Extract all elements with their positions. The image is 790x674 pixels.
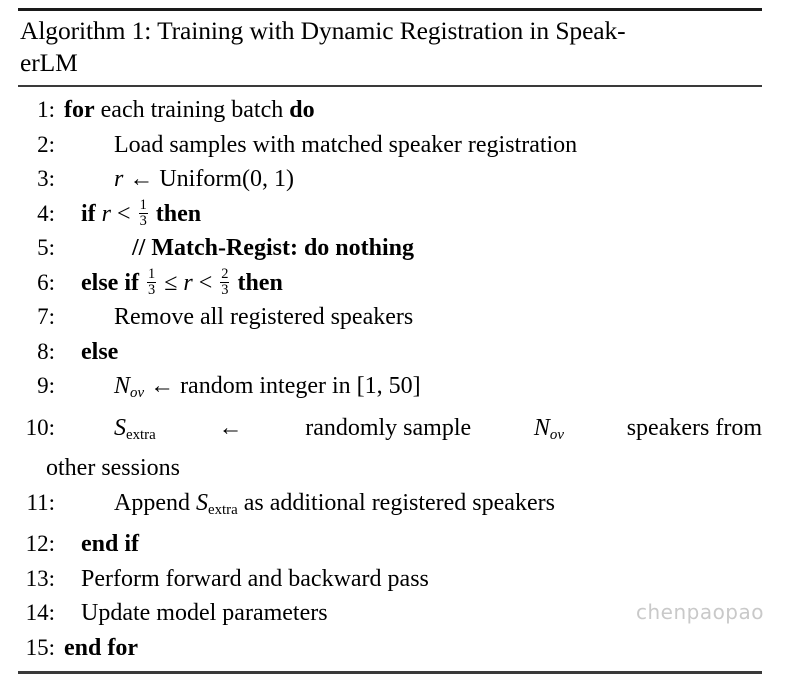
fraction-numerator: 2 (221, 266, 229, 283)
algorithm-step-12: 12: end if (18, 527, 762, 562)
operator-less-equal: ≤ (164, 269, 178, 296)
algorithm-step-1: 1: for each training batch do (18, 93, 762, 128)
step-text-2: as additional registered speakers (243, 489, 555, 516)
subscript-ov: ov (130, 385, 145, 402)
algorithm-step-15: 15: end for (18, 631, 762, 666)
keyword-then: then (155, 200, 202, 227)
step-number: 6: (37, 269, 55, 295)
algorithm-title-line-1: Algorithm 1: Training with Dynamic Regis… (20, 16, 626, 45)
step-number: 11: (26, 489, 55, 515)
step-number: 4: (37, 200, 55, 226)
keyword-for: for (64, 97, 95, 123)
step-number: 14: (25, 600, 55, 626)
operator-less-than: < (198, 269, 213, 296)
step-number: 8: (37, 338, 55, 364)
step-number: 9: (37, 373, 55, 398)
watermark: chenpaopao (635, 600, 764, 624)
fraction-numerator: 1 (147, 266, 156, 283)
step-content: Append Sextra as additional registered s… (64, 487, 762, 528)
algorithm-step-13: 13: Perform forward and backward pass (18, 562, 762, 597)
variable-N: N (114, 373, 131, 399)
step-content: // Match-Regist: do nothing (132, 235, 414, 261)
algorithm-step-3: 3: r ← Uniform(0, 1) (18, 162, 762, 197)
step-content: Nov ← random integer in [1, 50] (64, 370, 762, 411)
algorithm-block: Algorithm 1: Training with Dynamic Regis… (18, 8, 762, 674)
step-number: 5: (37, 235, 55, 260)
fraction-numerator: 1 (139, 197, 147, 214)
variable-S: S (195, 489, 208, 516)
step-text: Load samples with matched speaker regist… (114, 131, 578, 158)
algorithm-steps: 1: for each training batch do 2: Load sa… (18, 87, 762, 671)
step-content: end for (64, 634, 138, 661)
top-rule (18, 8, 762, 11)
algorithm-title: Algorithm 1: Training with Dynamic Regis… (18, 11, 762, 85)
keyword-then: then (237, 269, 283, 296)
step-number: 2: (37, 131, 55, 157)
step-content: for each training batch do (64, 94, 762, 128)
step-number: 3: (37, 166, 55, 191)
step-number: 15: (25, 634, 55, 660)
step-content: Sextra ← randomly sample Nov speakers from (64, 412, 762, 453)
variable-S: S (114, 414, 126, 441)
subscript-ov: ov (549, 426, 564, 443)
step-content: r ← Uniform(0, 1) (64, 163, 762, 197)
step-content: Load samples with matched speaker regist… (64, 129, 762, 163)
step-text: random integer in [1, 50] (180, 373, 421, 399)
step-text-2: speakers from (626, 414, 762, 441)
fraction-denominator: 3 (220, 281, 230, 298)
fraction-denominator: 3 (146, 281, 157, 298)
step-content: Update model parameters (81, 600, 328, 627)
algorithm-step-2: 2: Load samples with matched speaker reg… (18, 128, 762, 163)
step-text: each training batch (100, 97, 284, 123)
operator-less-than: < (117, 200, 131, 227)
variable-r: r (101, 200, 112, 227)
step-content: Remove all registered speakers (114, 304, 414, 330)
step-number: 1: (37, 97, 55, 122)
algorithm-step-14: 14: Update model parameters (18, 596, 762, 631)
step-content: end if (81, 531, 140, 558)
step-number: 7: (37, 304, 55, 329)
fraction-denominator: 3 (138, 212, 148, 229)
keyword-do: do (289, 97, 315, 123)
subscript-extra: extra (126, 426, 156, 443)
variable-r: r (114, 166, 124, 192)
algorithm-step-10: 10: Sextra ← randomly sample Nov speakers fr… (18, 411, 762, 453)
keyword-else-if: else if (81, 269, 139, 296)
step-text: randomly sample (305, 414, 472, 441)
variable-N: N (533, 414, 550, 441)
algorithm-step-10-continuation: other sessions (46, 455, 180, 482)
algorithm-step-7: 7: Remove all registered speakers (18, 300, 762, 335)
algorithm-step-8: 8: else (18, 335, 762, 370)
title-separator-rule (18, 85, 762, 87)
assign-arrow-icon: ← (150, 373, 175, 399)
step-content: else (81, 338, 119, 365)
step-number: 13: (25, 565, 55, 591)
step-text: Uniform(0, 1) (159, 166, 294, 192)
step-number: 10: (25, 414, 55, 440)
keyword-if: if (81, 200, 96, 227)
step-content: Perform forward and backward pass (81, 565, 429, 592)
step-text: Append (114, 489, 190, 516)
assign-arrow-icon: ← (129, 166, 154, 192)
algorithm-step-11: 11: Append Sextra as additional register… (18, 486, 762, 528)
step-number: 12: (25, 531, 55, 557)
algorithm-step-9: 9: Nov ← random integer in [1, 50] (18, 369, 762, 411)
algorithm-step-5: 5: // Match-Regist: do nothing (18, 231, 762, 266)
variable-r: r (183, 269, 193, 296)
assign-arrow-icon: ← (218, 414, 243, 441)
algorithm-title-line-2: erLM (20, 48, 78, 77)
subscript-extra: extra (207, 501, 238, 518)
